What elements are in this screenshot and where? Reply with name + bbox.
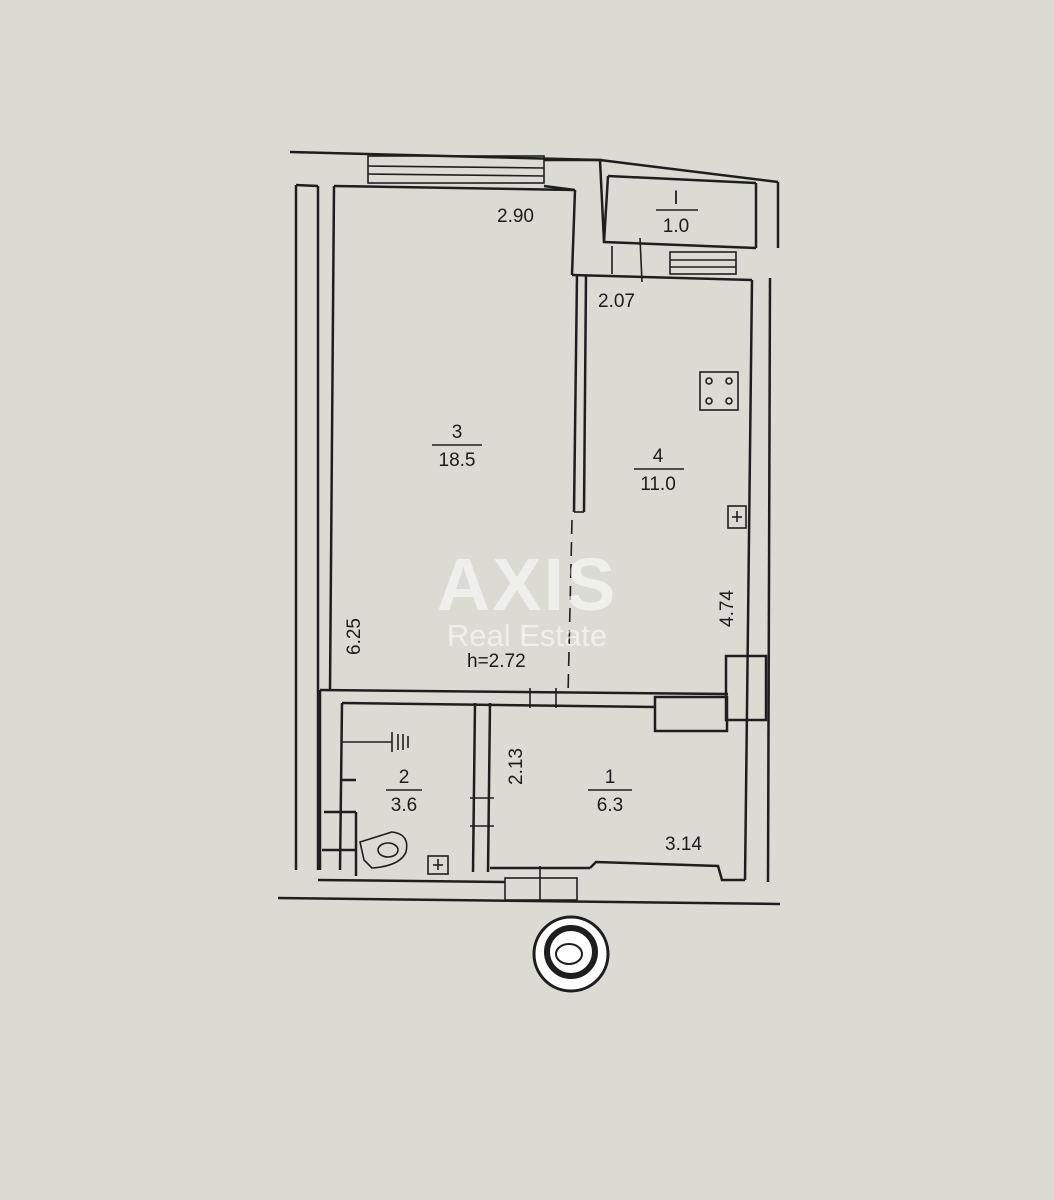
watermark-tagline: Real Estate [447,618,607,653]
room-area: 1.0 [663,216,689,237]
room-area: 18.5 [439,450,476,471]
room-number: I [673,188,678,209]
watermark: AXIS Real Estate [437,543,618,653]
bathroom-walls [322,702,494,876]
room-number: 4 [653,446,664,467]
sink-icon-bathroom [427,855,449,875]
dimension-room4-length: 4.74 [717,590,738,627]
room-label-1: 1 6.3 [588,767,632,816]
room-label-2: 2 3.6 [386,767,422,816]
entrance-marker-icon [532,915,610,993]
room-number: 1 [605,767,616,788]
room-label-3: 3 18.5 [432,422,482,471]
room-area: 6.3 [597,795,623,816]
partition-3-4 [543,184,753,696]
dimension-room3-length: 6.25 [344,618,365,655]
shower-icon [342,732,409,752]
room-area: 3.6 [391,795,417,816]
dimension-room3-width: 2.90 [497,206,534,227]
dimension-hall-length: 3.14 [665,834,702,855]
dimension-room4-width: 2.07 [598,291,635,312]
room-label-4: 4 11.0 [634,446,684,495]
outer-walls [277,150,781,906]
watermark-brand: AXIS [437,543,618,626]
toilet-icon [359,831,408,869]
room-area: 11.0 [640,474,676,495]
room-number: 3 [452,422,463,443]
middle-wall [318,654,768,870]
sink-icon [727,505,747,529]
hall-walls [490,860,745,902]
stove-icon [699,371,739,411]
ceiling-height: h=2.72 [467,651,526,672]
room-number: 2 [399,767,410,788]
window-room-3 [367,155,545,184]
balcony [544,158,757,283]
dimension-hall-width: 2.13 [506,748,527,785]
room-label-balcony: I 1.0 [656,188,698,237]
